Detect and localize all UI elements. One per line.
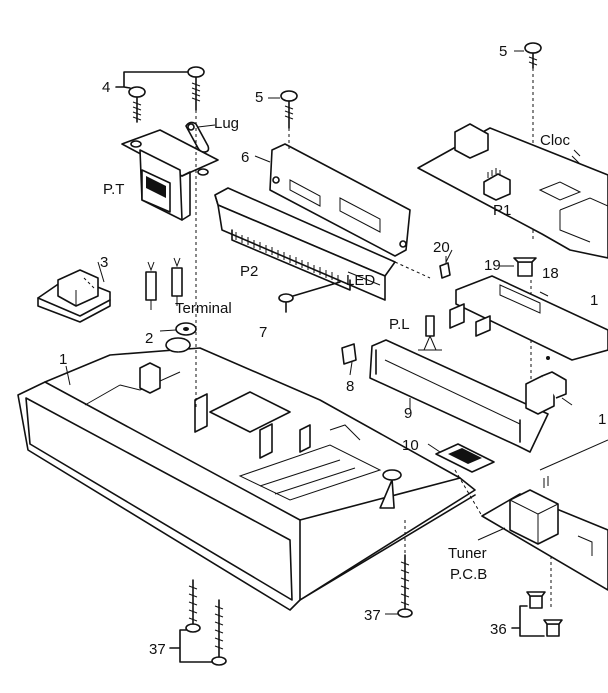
screw-37-right [385,554,413,618]
callout-4: 4 [102,79,110,96]
screw-37-left [185,579,201,633]
part-20-clip [439,256,451,279]
callout-1-edge-2: 1 [598,411,606,428]
screw-36-lower [543,619,563,637]
clock-pcb [417,123,608,259]
callout-8: 8 [346,378,354,395]
callout-9: 9 [404,405,412,422]
power-transformer [121,129,219,221]
screw-5-right [514,42,542,69]
callout-5-center: 5 [255,89,263,106]
led-label: LED [346,272,375,289]
bracket-6 [254,143,411,257]
callout-18: 18 [542,265,559,282]
screw-37-left2 [211,599,227,666]
callout-6: 6 [241,149,249,166]
part-8-clip [341,343,357,365]
screw-7 [278,281,341,313]
lug-label: Lug [214,115,239,132]
part-10-connector [435,443,495,473]
bracket-18 [449,275,608,361]
part-3-bracket [37,261,111,323]
connector-p1 [483,168,511,201]
terminal-label: Terminal [175,300,232,317]
pilot-lamp-label: P.L [389,316,410,333]
screw-4-left [128,86,146,123]
callout-10: 10 [402,437,419,454]
tuner-pcb [454,439,608,591]
leader-36 [511,605,545,637]
screw-19 [513,257,537,277]
callout-1-edge: 1 [590,292,598,309]
led-display-board [214,187,431,301]
label-leaders [65,249,514,541]
callout-20: 20 [433,239,450,256]
tuner-label-line2: P.C.B [450,566,487,583]
callout-36: 36 [490,621,507,638]
pilot-lamp-pl [418,315,442,351]
callout-37-left: 37 [149,641,166,658]
callout-37-right: 37 [364,607,381,624]
connector-p1-label: P1 [493,202,511,219]
callout-5-right: 5 [499,43,507,60]
connector-part-1-right [525,371,573,415]
connector-p2-label: P2 [240,263,258,280]
screw-36-upper [526,591,546,609]
leader-37-left [169,629,213,663]
callout-3: 3 [100,254,108,271]
screw-4-right [187,66,205,111]
board-9 [369,339,549,453]
leader-4 [115,71,188,89]
screw-5-center [268,90,298,129]
power-transformer-label: P.T [103,181,124,198]
callout-1: 1 [59,351,67,368]
cabinet-part-1 [17,337,476,611]
callout-2: 2 [145,330,153,347]
terminal-connectors [145,257,183,310]
callout-19: 19 [484,257,501,274]
clock-pcb-label: Cloc [540,132,571,149]
tuner-label-line1: Tuner [448,545,487,562]
washer-2 [159,322,197,336]
callout-7: 7 [259,324,267,341]
